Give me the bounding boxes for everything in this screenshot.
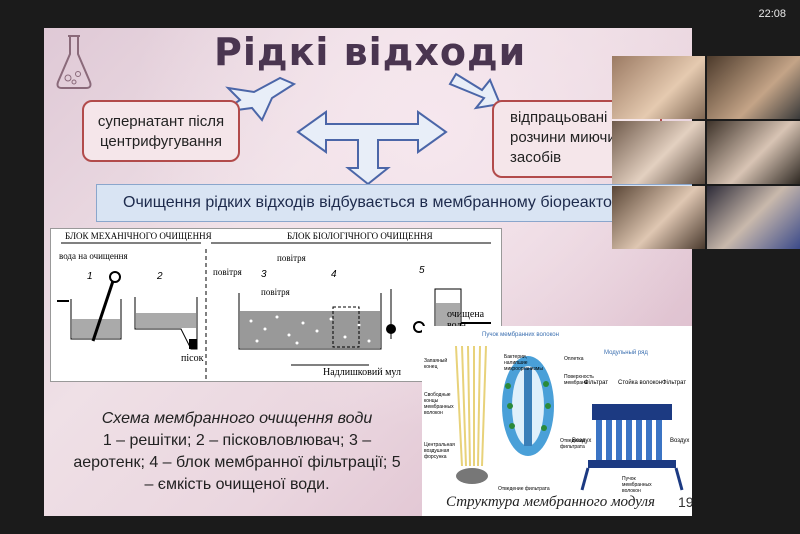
central-nozzle-label: Центральная воздушная форсунка	[424, 442, 455, 460]
membrane-module-diagram: Пучок мембранних волокон Модульный ряд З…	[422, 326, 692, 516]
module-row-label: Модульный ряд	[604, 350, 648, 356]
supernatant-box: супернатант після центрифугування	[82, 100, 240, 162]
bundle2-label: Пучок мембранных волокон	[622, 476, 652, 494]
bacteria-label: Бактерии, налипшие микроорганизмы	[504, 354, 543, 372]
purification-banner: Очищення рідких відходів відбувається в …	[96, 184, 692, 222]
permeate-out-label: Отведение фильтрата	[560, 438, 586, 450]
caption-body: 1 – решітки; 2 – пісковловлювач; 3 – аер…	[73, 432, 401, 493]
participant-video-4[interactable]	[707, 121, 800, 184]
item-4-label: 4	[331, 269, 337, 280]
participant-video-3[interactable]	[612, 121, 705, 184]
participant-video-1[interactable]	[612, 56, 705, 119]
participant-video-5[interactable]	[612, 186, 705, 249]
scheme-caption: Схема мембранного очищення води 1 – реші…	[72, 408, 402, 496]
excess-sludge-label: Надлишковий мул	[323, 367, 401, 378]
air-label-1: повітря	[213, 267, 242, 277]
shell-label: Оплетка	[564, 356, 584, 362]
rack-label: Стойка волокон	[618, 380, 663, 386]
free-ends-label: Свободные концы мембранных волокон	[424, 392, 454, 416]
clock: 22:08	[758, 8, 786, 20]
participant-video-6[interactable]	[707, 186, 800, 249]
sealed-end-label: Запаяный конец	[424, 358, 448, 370]
surface-label: Поверхность мембраны	[564, 374, 594, 386]
flask-icon	[56, 35, 92, 89]
block-biological-label: БЛОК БІОЛОГІЧНОГО ОЧИЩЕННЯ	[287, 231, 433, 241]
slide-page-number: 19	[678, 494, 692, 510]
block-mechanical-label: БЛОК МЕХАНІЧНОГО ОЧИЩЕННЯ	[65, 231, 212, 241]
clean-water-label: очищена вода	[447, 309, 485, 331]
item-3-label: 3	[261, 269, 267, 280]
slide-title: Рідкі відходи	[214, 30, 527, 74]
presentation-slide: Рідкі відходи супернатант після центрифу…	[44, 28, 692, 516]
filtrate-right-label: Фільтрат	[662, 380, 687, 386]
module-caption: Структура мембранного модуля	[446, 494, 655, 510]
item-2-label: 2	[157, 271, 163, 282]
permeate-label: Отведение фильтрата	[498, 486, 550, 492]
air-left-label: Воздух	[572, 438, 592, 444]
item-1-label: 1	[87, 271, 93, 282]
caption-title: Схема мембранного очищення води	[101, 410, 373, 427]
filtrate-left-label: Фільтрат	[584, 380, 609, 386]
sand-label: пісок	[181, 353, 204, 364]
air-right-label: Воздух	[670, 438, 690, 444]
participant-video-grid	[612, 56, 800, 250]
air-label-2: повітря	[277, 253, 306, 263]
water-in-label: вода на очищення	[59, 251, 128, 261]
item-5-label: 5	[419, 265, 425, 276]
bundle-label: Пучок мембранних волокон	[482, 332, 559, 338]
arrows-graphic	[221, 72, 502, 186]
participant-video-2[interactable]	[707, 56, 800, 119]
air-label-3: повітря	[261, 287, 290, 297]
